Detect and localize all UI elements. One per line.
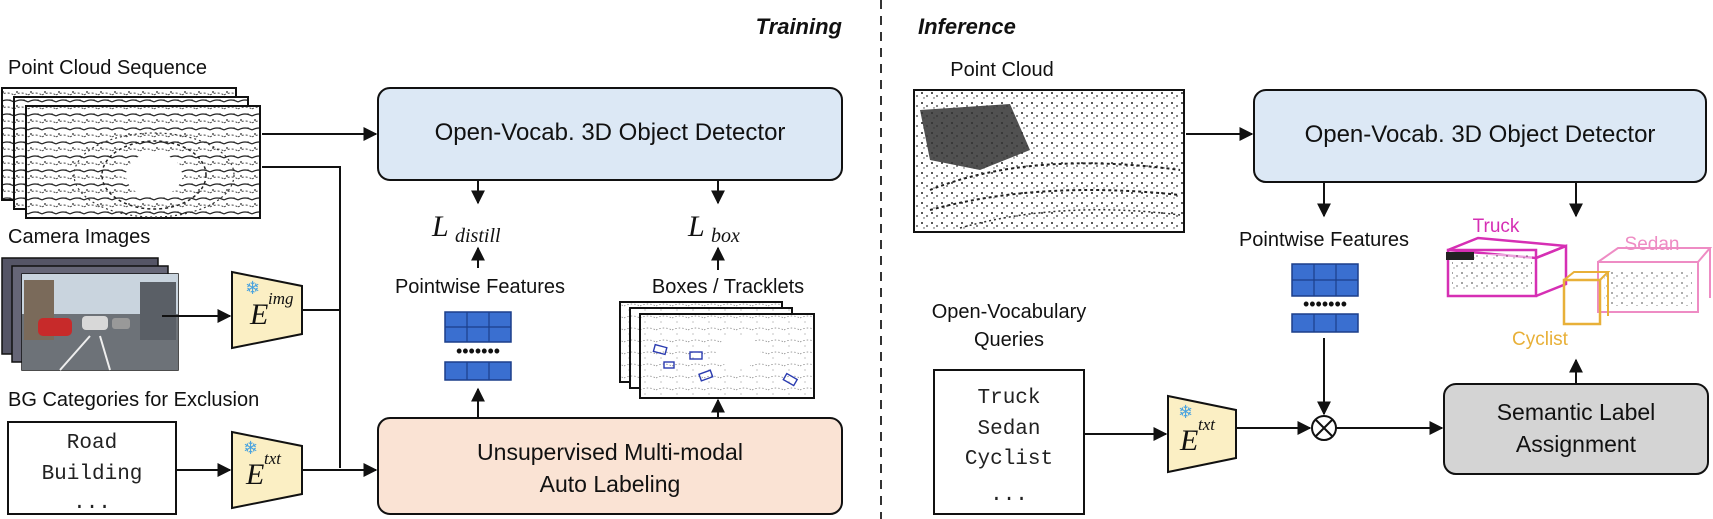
snowflake-icon: ❄ (243, 438, 258, 458)
dot-product-operator (1311, 415, 1337, 441)
inference-header: Inference (918, 14, 1016, 39)
boxes-tracklets-label: Boxes / Tracklets (652, 276, 804, 298)
txt-encoder-sup: txt (264, 449, 282, 468)
semantic-label-line1: Semantic Label (1497, 399, 1656, 425)
bg-category-road: Road (67, 432, 117, 455)
sedan-det-label: Sedan (1625, 234, 1680, 255)
loss-box-symbol: L (687, 210, 705, 243)
semantic-label-assignment-box (1443, 383, 1709, 475)
inference-connectors (1084, 127, 1583, 441)
img-encoder-symbol: E (249, 298, 268, 331)
svg-text:•••••••: ••••••• (1303, 294, 1347, 314)
training-detector-box (377, 87, 843, 181)
bg-category-building: Building (42, 463, 143, 486)
inference-point-cloud-label: Point Cloud (950, 59, 1053, 81)
training-detector-label: Open-Vocab. 3D Object Detector (435, 119, 786, 146)
inference-feature-grid: ••••••• (1291, 263, 1359, 333)
cyclist-det-label: Cyclist (1512, 329, 1569, 350)
point-cloud-sequence-stack (1, 87, 261, 219)
training-pointwise-label: Pointwise Features (395, 276, 565, 298)
svg-text:•••••••: ••••••• (456, 341, 500, 361)
auto-labeling-line2: Auto Labeling (540, 471, 681, 497)
inference-detector-box (1253, 89, 1707, 183)
auto-labeling-line1: Unsupervised Multi-modal (477, 439, 743, 465)
queries-box (933, 369, 1085, 515)
txt-encoder-symbol: E (245, 458, 264, 491)
bg-category-ellipsis: ... (73, 492, 111, 515)
boxes-tracklets-stack (619, 301, 815, 399)
text-encoder: ❄ E txt (231, 430, 303, 510)
snowflake-icon: ❄ (1178, 402, 1193, 422)
queries-label-line2: Queries (974, 329, 1044, 351)
query-ellipsis: ... (990, 484, 1028, 507)
training-header: Training (756, 14, 843, 39)
loss-box-sub: box (711, 225, 740, 247)
loss-distill-symbol: L (431, 210, 449, 243)
queries-label-line1: Open-Vocabulary (932, 301, 1087, 323)
snowflake-icon: ❄ (245, 278, 260, 298)
inference-txt-encoder-sup: txt (1198, 415, 1216, 434)
camera-images-label: Camera Images (8, 226, 150, 248)
auto-labeling-box (377, 417, 843, 515)
camera-images-stack (1, 257, 179, 371)
inference-point-cloud-image (913, 89, 1185, 233)
inference-txt-encoder-symbol: E (1179, 424, 1198, 457)
loss-distill-sub: distill (455, 225, 501, 247)
inference-text-encoder: ❄ E txt (1167, 394, 1237, 474)
query-sedan: Sedan (977, 418, 1040, 441)
bg-categories-box (7, 421, 177, 515)
semantic-label-line2: Assignment (1516, 431, 1637, 457)
training-connectors (162, 127, 725, 477)
inference-pointwise-label: Pointwise Features (1239, 229, 1409, 251)
detection-visualization (1446, 236, 1713, 326)
point-cloud-sequence-label: Point Cloud Sequence (8, 57, 207, 79)
image-encoder: ❄ E img (231, 270, 303, 350)
inference-detector-label: Open-Vocab. 3D Object Detector (1305, 121, 1656, 148)
img-encoder-sup: img (268, 289, 294, 308)
truck-det-label: Truck (1473, 216, 1520, 237)
training-feature-grid: ••••••• (444, 311, 512, 381)
query-truck: Truck (977, 387, 1040, 410)
query-cyclist: Cyclist (965, 448, 1053, 471)
bg-categories-label: BG Categories for Exclusion (8, 389, 259, 411)
